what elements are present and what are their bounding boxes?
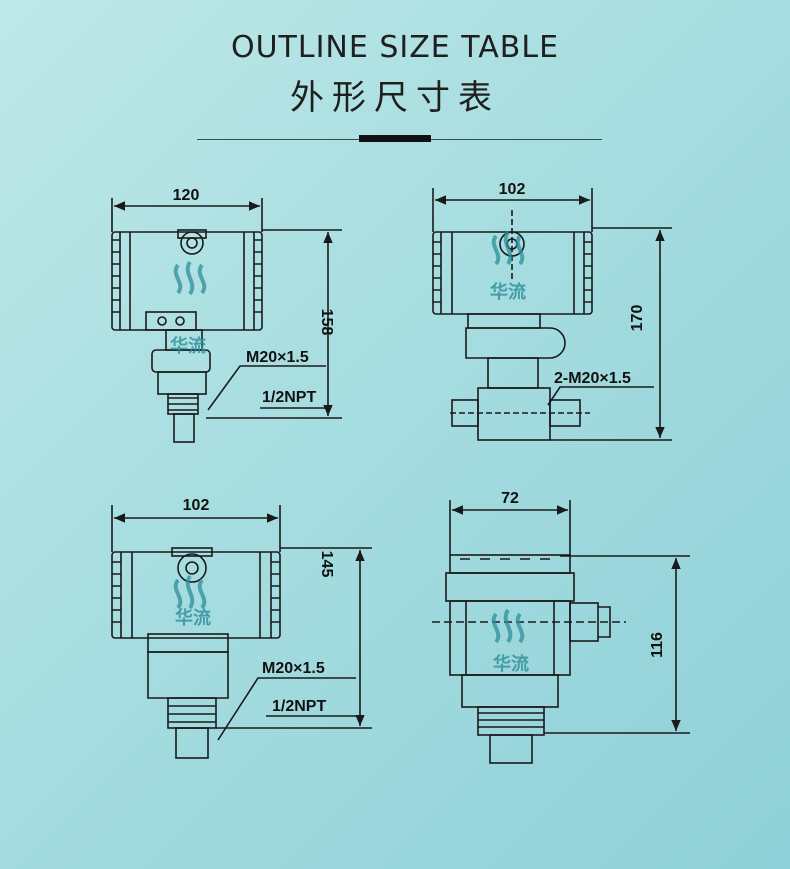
drawing-2-height-label: 170 [629, 305, 646, 332]
drawing-1-housing [111, 231, 263, 331]
drawing-1-width-label: 120 [173, 187, 200, 204]
drawing-4 [432, 500, 690, 764]
drawing-3-height-label: 145 [318, 551, 335, 578]
drawing-3 [111, 505, 372, 759]
drawing-3-width-label: 102 [183, 497, 210, 514]
drawing-1-npt-label: 1/2NPT [262, 389, 316, 406]
drawing-2-thread-label: 2-M20×1.5 [554, 370, 631, 387]
watermark-text-2: 华流 [490, 281, 526, 302]
drawing-1 [111, 198, 342, 443]
title-divider-accent [359, 135, 431, 142]
drawing-1-leader [207, 365, 326, 411]
watermark-logo-1 [173, 260, 207, 296]
drawing-4-top-cover [449, 554, 571, 574]
watermark-text-3: 华流 [175, 607, 211, 628]
watermark-logo-4 [491, 608, 525, 644]
watermark-text-4: 华流 [493, 653, 529, 674]
drawing-3-housing [111, 551, 281, 639]
drawing-4-width-label: 72 [501, 490, 519, 507]
page-title-chinese: 外形尺寸表 [290, 78, 500, 118]
drawing-3-leader [217, 677, 356, 741]
page-title-english: OUTLINE SIZE TABLE [230, 30, 560, 65]
drawing-3-thread-label: M20×1.5 [262, 660, 325, 677]
drawing-1-height-label: 158 [318, 309, 335, 336]
watermark-text-1: 华流 [170, 335, 206, 356]
watermark-logo-3 [173, 574, 207, 610]
drawing-1-thread-label: M20×1.5 [246, 349, 309, 366]
drawing-2-width-label: 102 [499, 181, 526, 198]
drawing-3-npt-label: 1/2NPT [272, 698, 326, 715]
drawing-2-leader [547, 386, 654, 406]
drawing-4-height-label: 116 [649, 632, 666, 658]
drawing-2 [432, 188, 672, 441]
watermark-logo-2 [491, 230, 525, 266]
